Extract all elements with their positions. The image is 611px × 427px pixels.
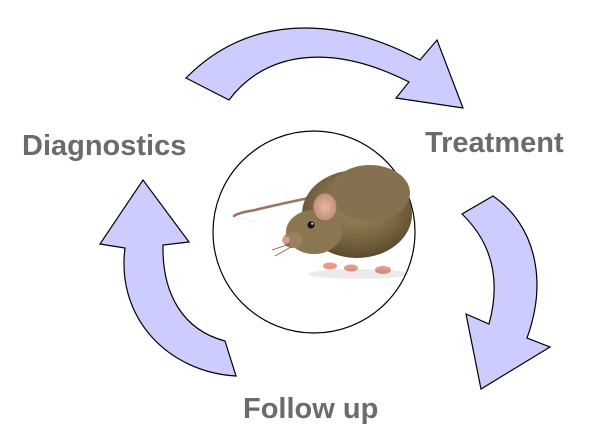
mouse-nose <box>282 237 290 244</box>
step-label-treatment: Treatment <box>425 129 564 158</box>
mouse-front-paw <box>323 263 337 270</box>
step-label-follow-up: Follow up <box>243 395 378 424</box>
arrow-treatment-to-followup <box>462 196 550 389</box>
mouse-back <box>330 165 410 221</box>
step-label-diagnostics: Diagnostics <box>22 132 186 161</box>
mouse-ear <box>313 193 337 221</box>
arrow-diagnostics-to-treatment <box>186 28 463 108</box>
mouse-eye <box>308 222 315 229</box>
